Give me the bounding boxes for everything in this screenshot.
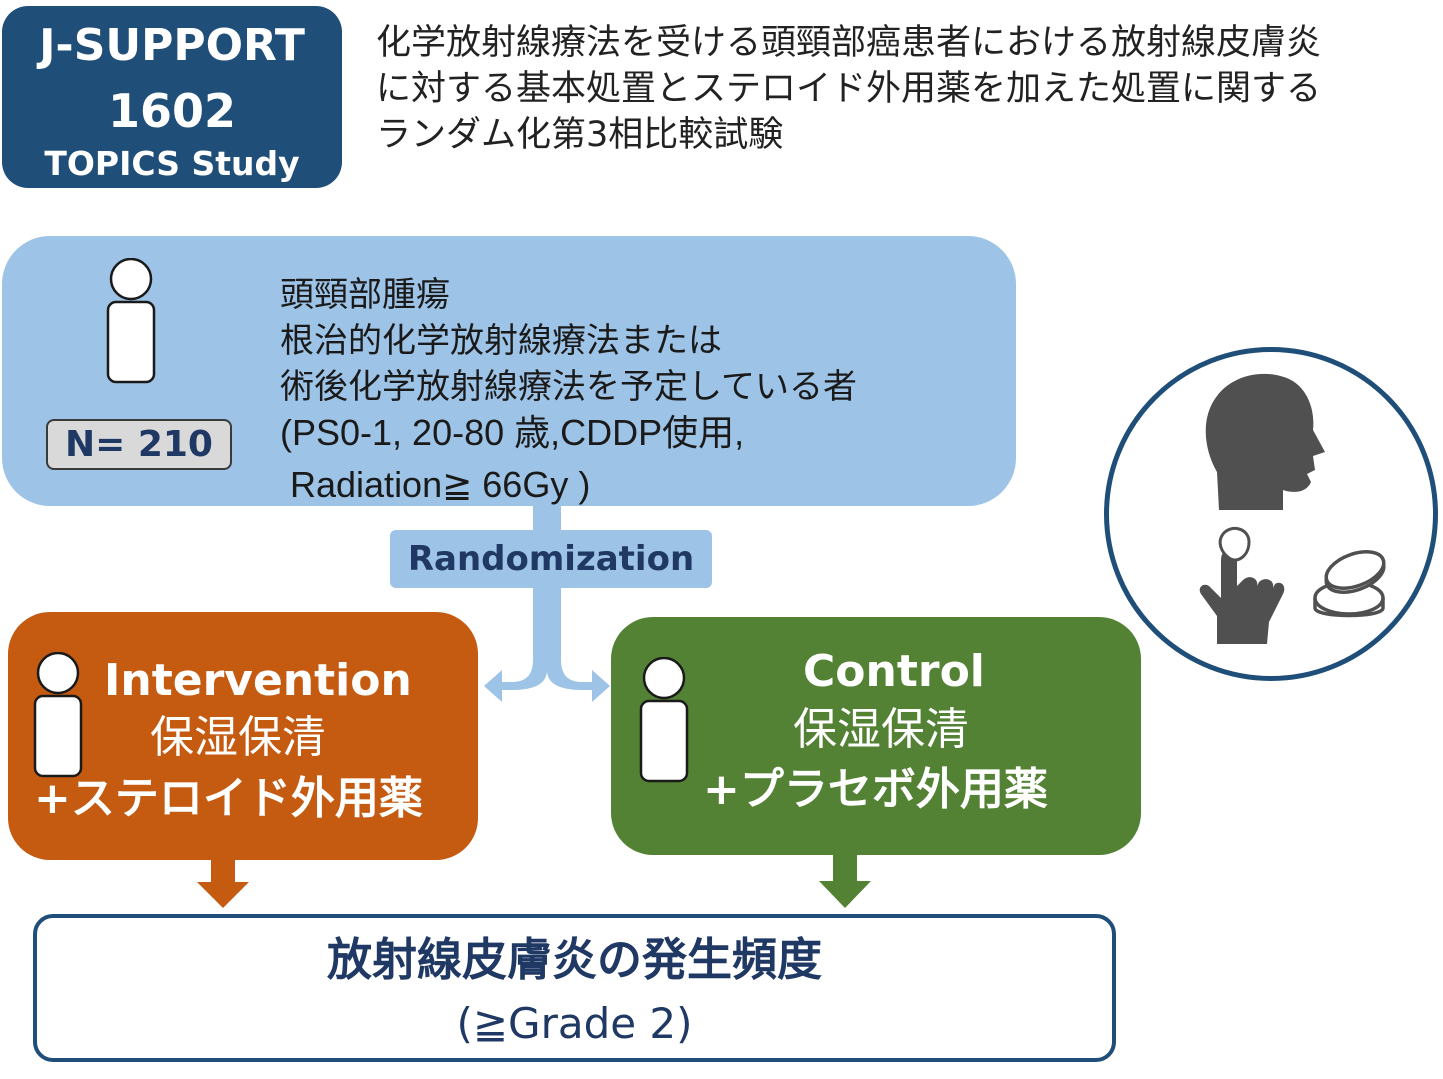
outcome-subtitle: (≧Grade 2)	[456, 999, 693, 1048]
finger-ointment-icon	[1199, 526, 1285, 644]
title-line-1: 化学放射線療法を受ける頭頸部癌患者における放射線皮膚炎	[376, 23, 1322, 63]
randomization-label: Randomization	[390, 530, 712, 588]
outcome-box: 放射線皮膚炎の発生頻度 (≧Grade 2)	[33, 914, 1116, 1062]
outcome-title: 放射線皮膚炎の発生頻度	[326, 933, 822, 986]
badge-study-name: TOPICS Study	[44, 144, 300, 183]
control-arm-name: Control	[803, 646, 985, 697]
badge-study-group: J-SUPPORT	[39, 20, 305, 71]
control-down-arrow	[819, 881, 871, 908]
control-arm-box: Control 保湿保清 +プラセボ外用薬	[611, 617, 1141, 855]
title-line-2: に対する基本処置とステロイド外用薬を加えた処置に関する	[376, 69, 1322, 109]
population-line-1: 頭頸部腫瘍	[280, 275, 450, 315]
intervention-down-shaft	[211, 856, 235, 884]
control-down-shaft	[833, 853, 857, 883]
control-arm-drug: +プラセボ外用薬	[703, 764, 1048, 815]
person-icon	[639, 657, 689, 783]
ointment-jar-icon	[1313, 550, 1386, 618]
population-line-2: 根治的化学放射線療法または	[280, 321, 722, 361]
head-profile-icon	[1205, 373, 1325, 510]
intervention-arm-box: Intervention 保湿保清 +ステロイド外用薬	[8, 612, 478, 860]
intervention-arm-drug: +ステロイド外用薬	[34, 773, 423, 824]
population-criteria-2: Radiation≧ 66Gy )	[290, 464, 591, 505]
title-line-3: ランダム化第3相比較試験	[376, 115, 784, 155]
person-icon	[106, 258, 156, 384]
arrow-to-control	[592, 670, 610, 702]
randomization-split	[500, 660, 594, 690]
badge-study-number: 1602	[107, 84, 237, 138]
control-arm-care: 保湿保清	[793, 704, 969, 755]
intervention-arm-name: Intervention	[104, 655, 412, 706]
study-title: 化学放射線療法を受ける頭頸部癌患者における放射線皮膚炎 に対する基本処置とステロ…	[376, 20, 1416, 158]
intervention-arm-care: 保湿保清	[150, 712, 326, 763]
study-badge: J-SUPPORT 1602 TOPICS Study	[2, 6, 342, 188]
sample-size-badge: N= 210	[46, 419, 232, 470]
treatment-illustration	[1104, 347, 1438, 681]
person-icon	[33, 652, 83, 778]
intervention-down-arrow	[197, 882, 249, 908]
arrow-to-intervention	[484, 670, 502, 702]
population-line-3: 術後化学放射線療法を予定している者	[280, 367, 857, 407]
population-criteria: 頭頸部腫瘍 根治的化学放射線療法または 術後化学放射線療法を予定している者 (P…	[280, 272, 1000, 508]
population-criteria-1: (PS0-1, 20-80 歳,CDDP使用,	[280, 412, 745, 453]
